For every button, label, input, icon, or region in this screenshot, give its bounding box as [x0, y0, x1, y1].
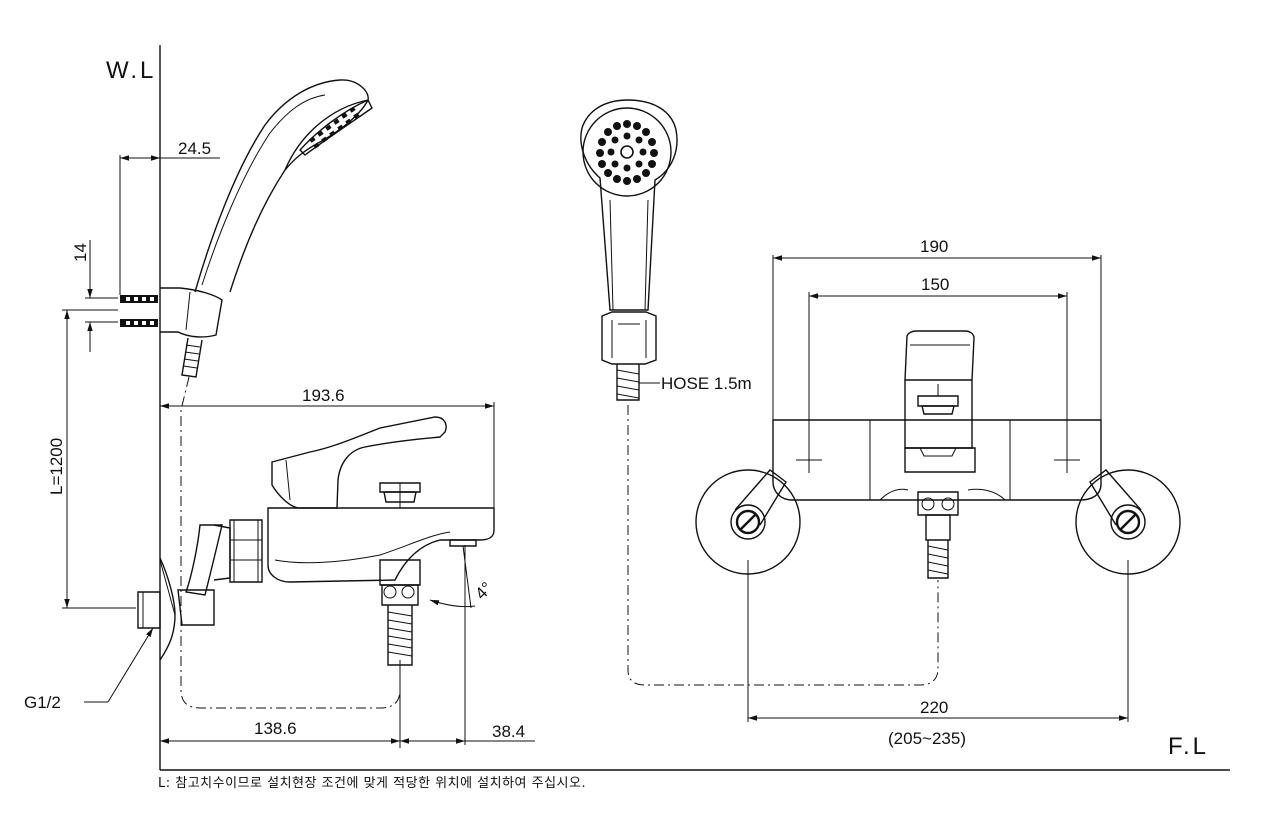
dim-spout-to-wall: 138.6 — [254, 719, 297, 738]
side-faucet-body — [137, 416, 495, 745]
side-bracket-screws — [120, 295, 158, 327]
installation-note: L: 참고치수이므로 설치현장 조건에 맞게 적당한 위치에 설치하여 주십시오… — [158, 776, 586, 791]
side-spray-holes — [309, 106, 360, 149]
dim-inlet-range: (205~235) — [888, 729, 966, 748]
side-dimensions — [62, 155, 535, 748]
dim-bracket-pitch: 14 — [71, 243, 90, 262]
dim-bracket-offset: 24.5 — [178, 139, 211, 158]
thread-label: G1/2 — [24, 693, 61, 712]
angle-label: 4° — [471, 578, 496, 603]
dim-spout-to-pipe: 38.4 — [492, 722, 525, 741]
floor-line-label: F.L — [1168, 733, 1209, 760]
side-hand-shower — [120, 79, 373, 378]
front-hand-shower — [580, 99, 678, 401]
dim-mount-pitch: 150 — [921, 275, 949, 294]
front-faucet-body — [695, 330, 1181, 579]
dim-body-depth: 193.6 — [302, 386, 345, 405]
dim-inlet-pitch: 220 — [920, 698, 948, 717]
dim-height: L=1200 — [47, 438, 66, 495]
side-hose-path — [180, 376, 401, 709]
hose-label: HOSE 1.5m — [661, 374, 752, 393]
front-spray-holes — [596, 120, 658, 185]
front-hose-path — [627, 405, 939, 686]
wall-line-label: W.L — [106, 57, 156, 84]
thread-leader — [84, 627, 154, 703]
front-dimensions — [747, 255, 1129, 722]
dim-overall-width: 190 — [920, 237, 948, 256]
